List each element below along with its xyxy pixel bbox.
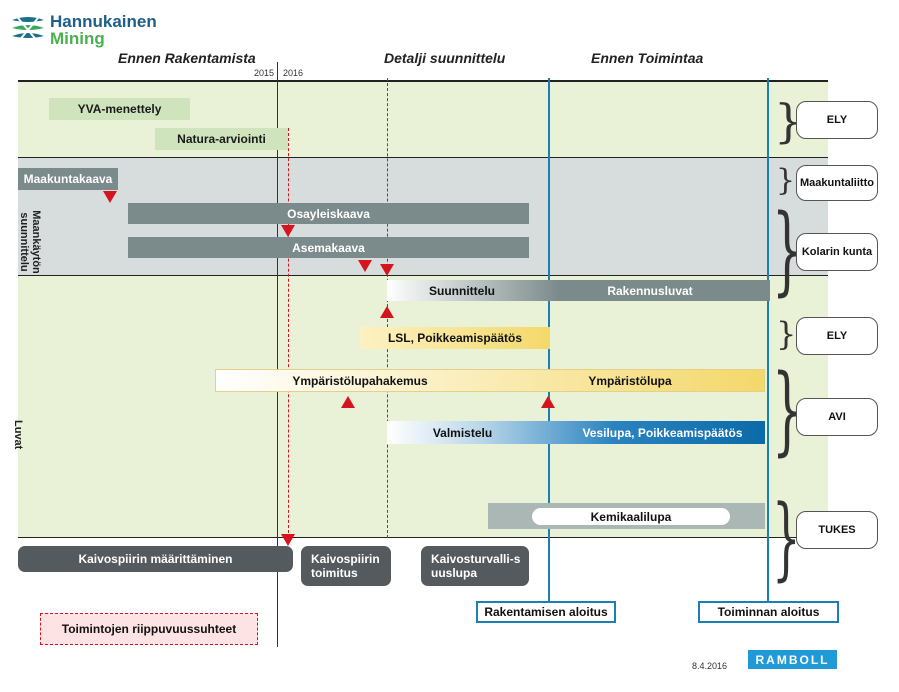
- band-permits: [18, 276, 828, 538]
- ramboll-logo: RAMBOLL: [748, 650, 837, 669]
- bar-vesilupa-label: Vesilupa, Poikkeamispäätös: [582, 425, 743, 440]
- bar-suunnittelu-label: Suunnittelu: [429, 283, 495, 298]
- logo-name-line1: Hannukainen: [50, 12, 157, 31]
- phase-before-construction: Ennen Rakentamista: [118, 50, 256, 66]
- authority-tukes: TUKES: [796, 511, 878, 549]
- authority-kolari: Kolarin kunta: [796, 233, 878, 271]
- legend-dependencies: Toimintojen riippuvuussuhteet: [40, 613, 258, 645]
- bar-rakennusluvat-label: Rakennusluvat: [607, 283, 693, 298]
- legend-dependencies-label: Toimintojen riippuvuussuhteet: [61, 622, 237, 636]
- phase-detailed-design: Detalji suunnittelu: [384, 50, 506, 66]
- phase-before-operation: Ennen Toimintaa: [591, 50, 704, 66]
- leaf-logo-icon: [12, 17, 44, 43]
- year-divider-line: [277, 62, 278, 647]
- brace-maakuntaliitto: }: [776, 163, 796, 198]
- bar-yva: YVA-menettely: [49, 98, 190, 120]
- bar-ymparistolupa-label: Ympäristölupa: [588, 373, 672, 388]
- bar-kemikaalilupa-label: Kemikaalilupa: [532, 508, 730, 525]
- pill-kaivospiiri-maarittaminen: Kaivospiirin määrittäminen: [18, 546, 293, 572]
- row-label-permits: Luvat: [12, 420, 24, 450]
- arrow-up-ymparistolupahakemus: [341, 396, 355, 408]
- arrow-down-kaivospiiri: [281, 534, 295, 546]
- milestone-construction-start: Rakentamisen aloitus: [476, 601, 616, 623]
- brace-ely2: }: [776, 315, 797, 353]
- divider-top: [18, 80, 828, 82]
- bar-asemakaava: Asemakaava: [128, 237, 529, 258]
- brace-tukes: }: [772, 486, 801, 591]
- divider-env-landuse: [18, 157, 828, 158]
- operation-start-line: [767, 78, 769, 602]
- authority-avi: AVI: [796, 398, 878, 436]
- arrow-down-maakuntakaava: [103, 191, 117, 203]
- ramboll-logo-text: RAMBOLL: [755, 652, 830, 667]
- divider-bottom: [18, 537, 828, 538]
- milestone-operation-start: Toiminnan aloitus: [698, 601, 839, 623]
- bar-natura: Natura-arviointi: [155, 128, 288, 150]
- company-logo: Hannukainen Mining: [10, 12, 180, 48]
- pill-kaivospiiri-toimitus: Kaivospiirin toimitus: [301, 546, 391, 586]
- row-label-land-use: Maankäytön suunnittelu: [18, 210, 42, 274]
- dependency-line-1: [288, 128, 289, 538]
- year-2016: 2016: [283, 68, 304, 78]
- pill-kaivosturvallisuuslupa: Kaivosturvalli-suuslupa: [421, 546, 529, 586]
- bar-ymparistolupahakemus-label: Ympäristölupahakemus: [292, 373, 428, 388]
- footer-date: 8.4.2016: [692, 661, 728, 671]
- logo-name-line2: Mining: [50, 29, 105, 48]
- bar-lsl: LSL, Poikkeamispäätös: [360, 327, 550, 349]
- divider-landuse-permits: [18, 275, 828, 276]
- bar-vesilupa: [387, 421, 765, 444]
- band-environment: [18, 82, 828, 158]
- bar-ymparistolupa: [215, 369, 765, 392]
- arrow-down-asemakaava-1: [358, 260, 372, 272]
- arrow-up-suunnittelu: [380, 306, 394, 318]
- arrow-down-asemakaava-2: [380, 264, 394, 276]
- arrow-up-ymparistolupa: [541, 396, 555, 408]
- bar-suunnittelu-rakennusluvat: [387, 280, 770, 301]
- authority-maakuntaliitto: Maakuntaliitto: [796, 165, 878, 201]
- authority-ely-2: ELY: [796, 317, 878, 355]
- bar-valmistelu-label: Valmistelu: [432, 425, 493, 440]
- bar-maakuntakaava: Maakuntakaava: [18, 168, 118, 190]
- arrow-down-osayleiskaava: [281, 225, 295, 237]
- authority-ely-1: ELY: [796, 101, 878, 139]
- year-2015: 2015: [254, 68, 275, 78]
- bar-osayleiskaava: Osayleiskaava: [128, 203, 529, 224]
